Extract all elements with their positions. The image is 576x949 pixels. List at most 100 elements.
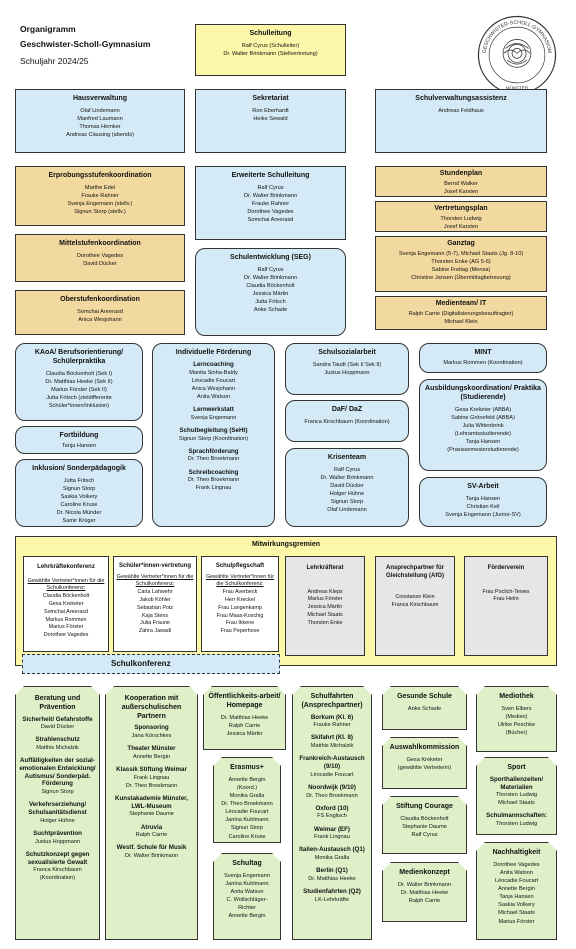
name-line: Frau Poclich-Tewes (482, 588, 530, 595)
schulleitung-box: Schulleitung Ralf Cyrus (Schulleiter)Dr.… (195, 24, 346, 76)
name-line: Janina Kuhlmann (225, 880, 269, 887)
name-line: Manfred Laumann (77, 115, 123, 122)
name-list: Gesa Kreketer (ABBA)Sabine Grönefeld (AB… (423, 406, 543, 455)
name-line: Christine Jansen (Übermittagbetreuung) (411, 275, 511, 282)
section-title: Studienfahrten (Q2) (303, 888, 361, 896)
name-line: Kaja Stens (141, 612, 169, 619)
section-title: Kunstakademie Münster, LWL-Museum (115, 794, 188, 810)
name-line: Frau Peperhove (220, 628, 260, 635)
name-list: Sven Elbers(Medien)Ulrike Peschke(Bücher… (480, 705, 553, 737)
name-line: Frauke Rahner (313, 722, 351, 729)
schulfahrten-box: Schulfahrten (Ansprechpartner) Borkum (K… (292, 686, 372, 940)
name-line: Holger Hühne (329, 491, 365, 498)
name-line: Jutta Fritsch (255, 299, 286, 306)
mittelstufe-title: Mittelstufenkoordination (59, 240, 141, 247)
name-line: Carla Lahwehr (137, 589, 173, 596)
name-line: Thorsten Enke (AG 5-6) (431, 258, 491, 265)
section-title: Noordwijk (9/10) (308, 783, 356, 791)
name-line: Dr. Theo Broekmann (125, 782, 178, 789)
sozialarbeit-title: Schulsozialarbeit (318, 349, 376, 356)
name-line: Michael Staats (498, 910, 535, 917)
seal-city: MÜNSTER (506, 84, 529, 90)
name-line: Sabine Freitag (Mensa) (431, 266, 491, 273)
name-line: Dr. Walter Brinkmann (244, 192, 297, 199)
name-line: (Praxissemesterstudierende) (447, 447, 519, 454)
erprobung-box: Erprobungsstufenkoordination Marthe Edel… (15, 166, 185, 226)
name-line: Janina Kuhlmann (225, 817, 269, 824)
name-line: Anica Wesjohann (191, 385, 236, 392)
sekretariat-title: Sekretariat (252, 95, 289, 102)
name-line: Thorsten Ludwig (495, 821, 538, 828)
name-line: Frau Ikkene (225, 620, 255, 627)
name-list: Andreas Feldhaus (379, 107, 543, 115)
section-title: Sprachförderung (188, 447, 239, 455)
name-list: Sandra Taudt (Sek I/ Sek II)Justus Hoppm… (289, 361, 405, 377)
name-line: Franca Kirschbaum (391, 601, 439, 608)
auswahl-box: Auswahlkommission Gesa Kreketer(gewählte… (382, 737, 467, 789)
name-line: Olaf Lindemann (327, 507, 367, 514)
daf-title: DaF/ DaZ (331, 406, 363, 413)
name-line: Dr. Walter Brinkmann (125, 853, 178, 860)
name-line: Dorothee Vagedes (493, 861, 540, 868)
name-line: Svenja Engemann (Junior-SV) (445, 511, 521, 518)
name-line: LK-Lehrkräfte (315, 896, 349, 903)
name-line: Somchai Areerasd (43, 608, 89, 615)
courage-title: Stiftung Courage (396, 803, 453, 810)
inklusion-title: Inklusion/ Sonderpädagogik (32, 465, 126, 472)
name-line: Ralph Carrie (408, 897, 441, 904)
section-title: Klassik Stiftung Weimar (116, 765, 187, 773)
section-title: Sicherheit/ Gefahrstoffe (22, 715, 93, 723)
name-list: Ralph Carrie (Digitalisierungsbeauftragt… (379, 310, 543, 326)
kooperation-box: Kooperation mit außerschulischen Partner… (105, 686, 198, 940)
name-line: Dr. Walter Brinkmann (320, 474, 374, 481)
name-line: Monika Gralla (314, 855, 350, 862)
name-line: Andreas Kleps (307, 588, 343, 595)
name-line: Somchai Areerasd (77, 308, 123, 315)
schuelervertretung-sub: Gewählte Vertreter*innen für die Schulko… (116, 573, 194, 588)
nachhaltigkeit-title: Nachhaltigkeit (492, 849, 541, 856)
foerderung-title: Individuelle Förderung (175, 349, 252, 356)
medienteam-box: Medienteam/ IT Ralph Carrie (Digitalisie… (375, 296, 547, 330)
daf-box: DaF/ DaZ Franca Kirschbaum (Koordination… (285, 400, 409, 442)
name-line: Somchai Areerasd (247, 217, 294, 224)
name-line: Matthis Michalzik (36, 745, 79, 752)
name-list: Gesa Kreketer(gewählte Vertreterin) (386, 756, 463, 772)
erweiterte-title: Erweiterte Schulleitung (231, 172, 310, 179)
name-line: Svenja Engemann (190, 414, 237, 421)
name-line: Andreas Clausing (abends) (66, 132, 134, 139)
name-line: Anica Wesjohann (78, 316, 122, 323)
name-line: Frau Averbeck (222, 589, 258, 596)
mint-box: MINT Markus Rommen (Koordination) (419, 343, 547, 373)
mitwirkung-title: Mitwirkungsgremien (251, 541, 321, 548)
name-line: Ralph Carrie (Digitalisierungsbeauftragt… (408, 310, 514, 317)
kaoa-box: KAoA/ Berufsorientierung/ Schülerpraktik… (15, 343, 143, 421)
name-line: Christian Keil (466, 503, 500, 510)
name-line: Constanze Klein (395, 594, 435, 600)
section-title: Schutzkonzept gegen sexualisierte Gewalt (25, 850, 90, 866)
ausbildung-box: Ausbildungskoordination/ Praktika (Studi… (419, 379, 547, 471)
name-line: Dr. Matthias Heeke (Sek II) (45, 378, 113, 385)
name-line: Saskia Volkery (60, 493, 98, 500)
name-line: Jutta Fritsch (63, 477, 95, 484)
lehrerkonferenz-sub: Gewählte Vertreter*innen für die Schulko… (27, 577, 105, 592)
name-line: Jessica Märtin (226, 730, 263, 737)
name-line: David Dücker (83, 260, 117, 267)
name-line: Anita Watson (230, 888, 264, 895)
school-name: Geschwister-Scholl-Gymnasium (20, 39, 151, 49)
name-line: Dr. Matthias Heeke (400, 889, 449, 896)
foerderverein-title: Förderverein (487, 565, 525, 571)
name-line: Jessica Märtin (307, 604, 343, 611)
name-line: Sebastian Potz (136, 604, 174, 611)
section-title: Italien-Austausch (Q1) (299, 846, 365, 854)
mittelstufe-box: Mittelstufenkoordination Dorothee Vagede… (15, 234, 185, 282)
